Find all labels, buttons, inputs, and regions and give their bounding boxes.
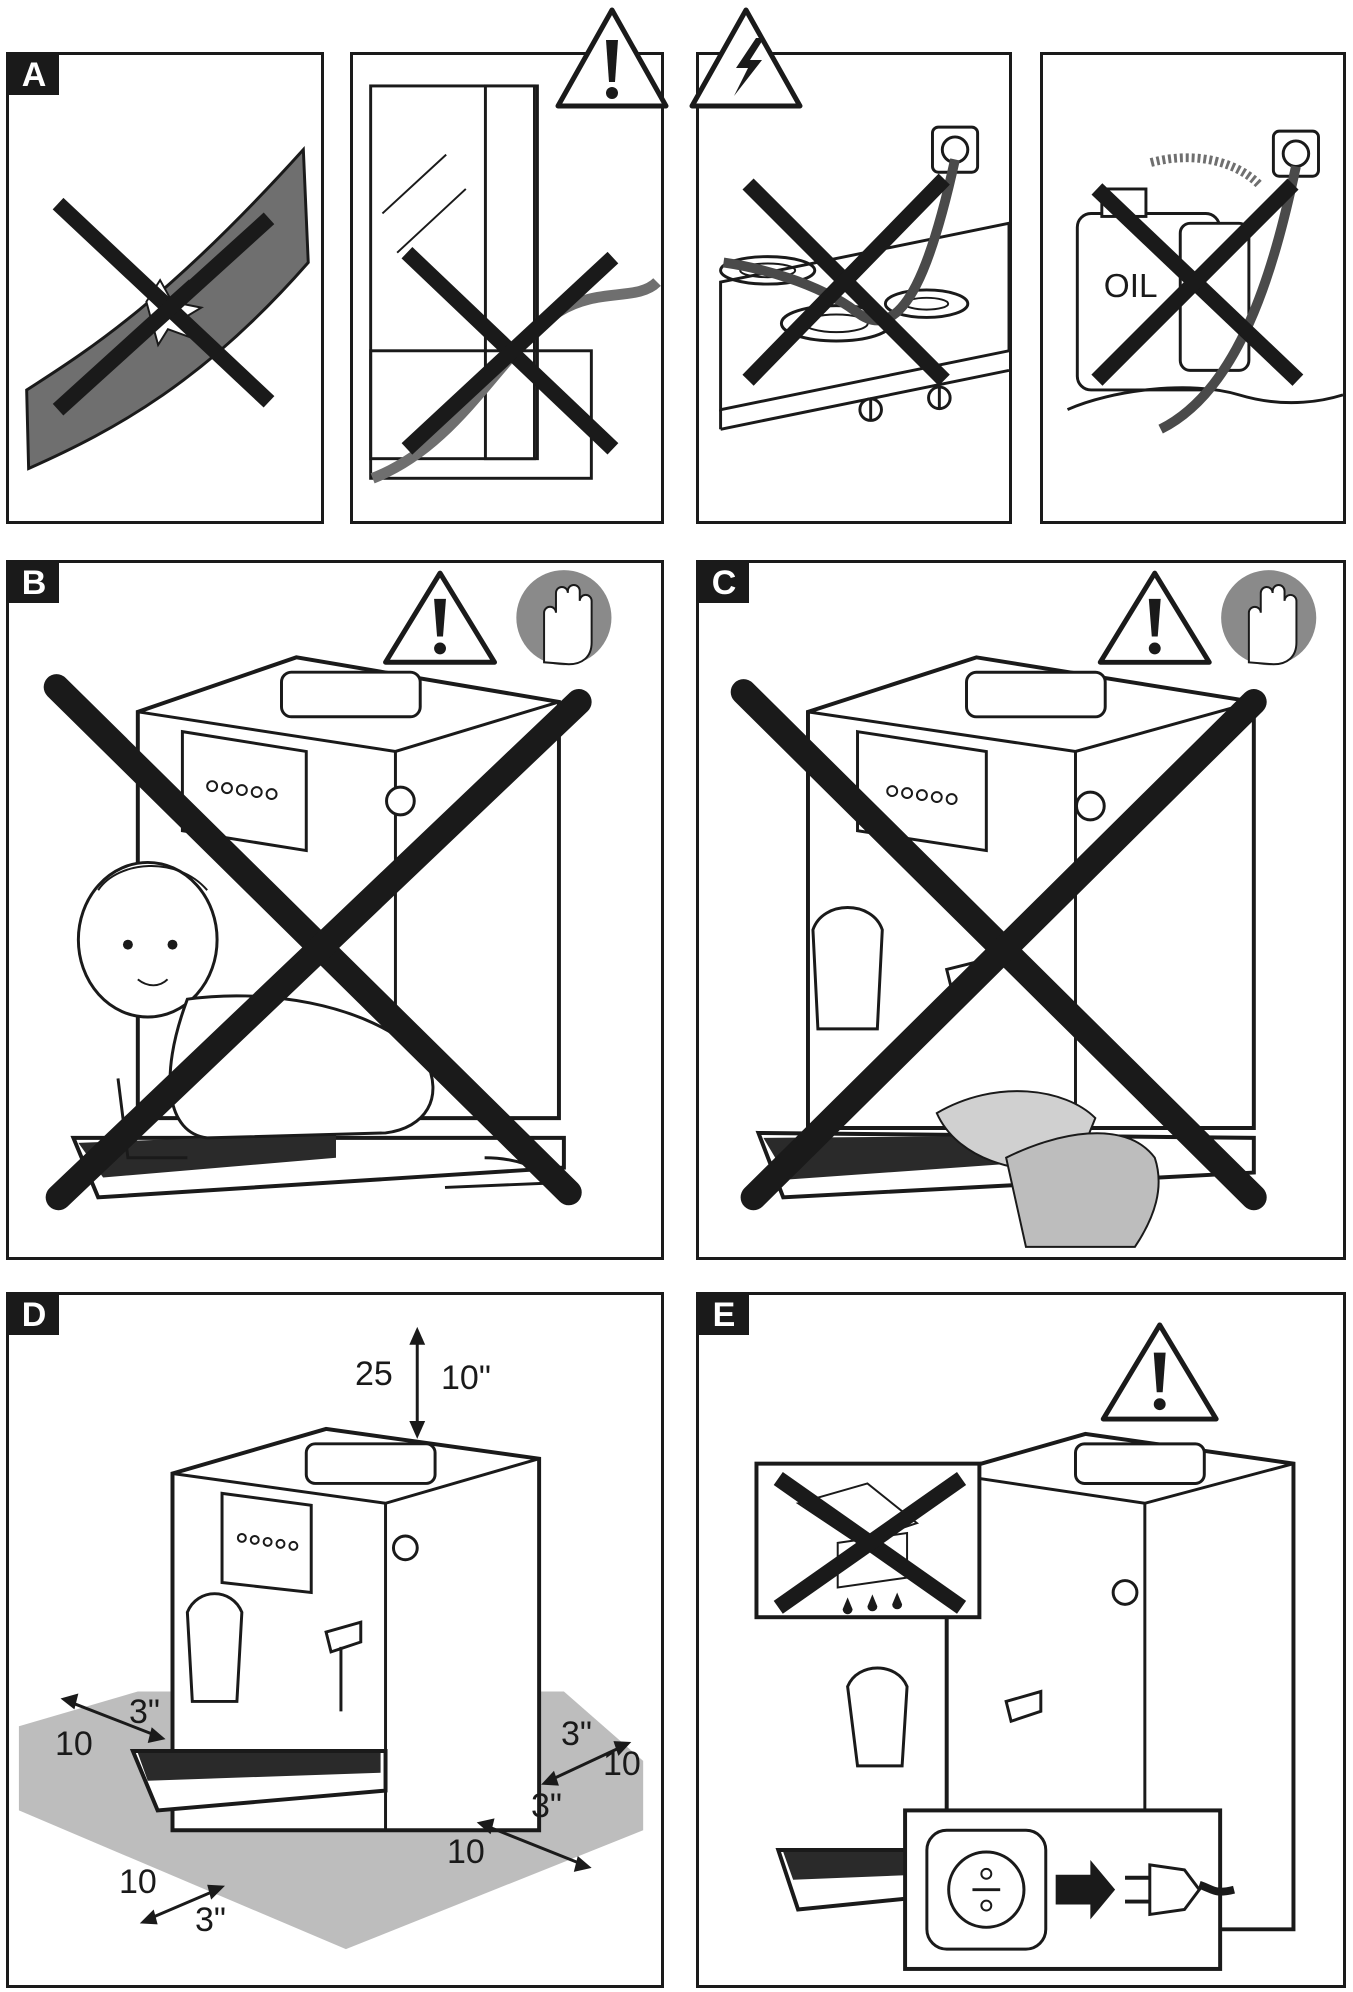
cord-on-stove-illustration — [719, 125, 1009, 431]
damaged-cord-illustration — [25, 146, 310, 471]
cord-in-door-illustration — [369, 84, 661, 484]
unplug-illustration — [754, 1322, 1296, 1971]
warning-triangle-icon — [1097, 570, 1212, 665]
warning-triangle-icon — [1100, 1322, 1219, 1422]
cross-icon — [43, 674, 592, 1211]
cord-near-oil-illustration: OIL — [1066, 129, 1343, 434]
cross-icon — [52, 197, 275, 416]
cross-icon — [730, 679, 1267, 1211]
panel-c-cleaning-warning: C — [696, 560, 1346, 1260]
electric-warning-icon — [686, 4, 806, 112]
top-clearance-in-label: 10" — [441, 1359, 491, 1397]
panel-a-damaged-cord: A — [6, 52, 324, 524]
plug-icon — [1125, 1863, 1235, 1917]
wall-socket-icon — [925, 1828, 1048, 1951]
panel-letter: A — [9, 55, 59, 95]
stop-hand-icon — [516, 570, 612, 666]
right-clearance-cm-label: 10 — [603, 1745, 641, 1783]
cross-icon — [1091, 178, 1304, 386]
cross-icon — [401, 247, 619, 455]
panel-b-child-warning: B — [6, 560, 664, 1260]
front-clearance-in-label: 3" — [195, 1901, 226, 1939]
left-clearance-in-label: 3" — [129, 1693, 160, 1731]
warning-triangle-icon — [383, 570, 498, 665]
panel-a-cord-in-door — [350, 52, 664, 524]
cross-icon — [773, 1472, 967, 1614]
oil-label: OIL — [1104, 268, 1158, 305]
cleaning-machine-illustration — [730, 570, 1317, 1248]
panel-a-cord-near-oil: OIL — [1040, 52, 1346, 524]
panel-letter: B — [9, 563, 59, 603]
panel-letter: C — [699, 563, 749, 603]
stop-hand-icon — [1221, 570, 1317, 666]
front-clearance-cm-label: 10 — [119, 1863, 157, 1901]
back-right-clearance-cm-label: 10 — [447, 1833, 485, 1871]
panel-a-cord-on-stove — [696, 52, 1012, 524]
back-right-clearance-in-label: 3" — [531, 1787, 562, 1825]
warning-triangle-icon — [552, 4, 672, 112]
right-clearance-in-label: 3" — [561, 1715, 592, 1753]
left-clearance-cm-label: 10 — [55, 1725, 93, 1763]
wall-socket-icon — [931, 125, 980, 174]
panel-letter: E — [699, 1295, 749, 1335]
panel-d-clearance: D — [6, 1292, 664, 1988]
clearance-illustration — [18, 1326, 644, 1950]
cross-icon — [742, 173, 950, 386]
top-clearance-cm-label: 25 — [355, 1355, 393, 1393]
child-machine-illustration — [43, 570, 612, 1211]
panel-letter: D — [9, 1295, 59, 1335]
panel-e-unplug-warning: E — [696, 1292, 1346, 1988]
